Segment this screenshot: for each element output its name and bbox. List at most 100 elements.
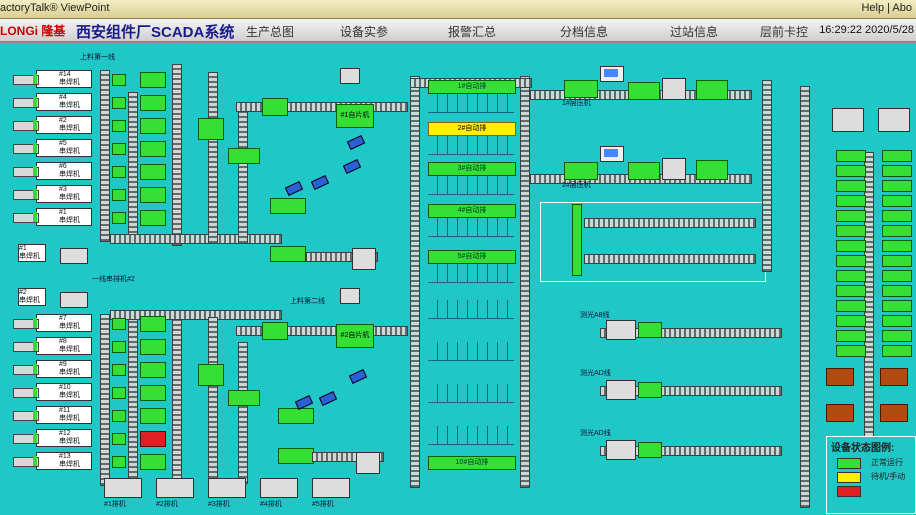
sort-bin[interactable] bbox=[882, 195, 912, 207]
sort-bin[interactable] bbox=[882, 180, 912, 192]
sort-bin[interactable] bbox=[882, 165, 912, 177]
bottom-machine-1[interactable] bbox=[104, 478, 142, 498]
layup-4[interactable]: 4#自动排 bbox=[428, 204, 516, 218]
sort-bin[interactable] bbox=[882, 225, 912, 237]
nav-production-overview[interactable]: 生产总图 bbox=[246, 25, 295, 39]
feeder-2[interactable]: #2自片机 bbox=[336, 324, 374, 348]
sort-bin[interactable] bbox=[836, 210, 866, 222]
trim-station[interactable] bbox=[628, 82, 660, 100]
layup-5[interactable]: 5#自动排 bbox=[428, 250, 516, 264]
robot-cell-status[interactable] bbox=[572, 204, 582, 276]
bottom-machine-4[interactable] bbox=[260, 478, 298, 498]
sort-bin[interactable] bbox=[882, 240, 912, 252]
tester-status[interactable] bbox=[638, 322, 662, 338]
nav-pre-lamination-control[interactable]: 层前卡控 bbox=[760, 25, 809, 39]
sort-bin[interactable] bbox=[836, 225, 866, 237]
nav-alarm-summary[interactable]: 报警汇总 bbox=[448, 25, 497, 39]
sort-bin[interactable] bbox=[882, 345, 912, 357]
buffer-station[interactable] bbox=[198, 364, 224, 386]
sort-bin[interactable] bbox=[836, 195, 866, 207]
layup-station[interactable] bbox=[262, 322, 288, 340]
sort-bin[interactable] bbox=[882, 210, 912, 222]
buffer-station[interactable] bbox=[228, 390, 260, 406]
feeder-1[interactable]: #1自片机 bbox=[336, 104, 374, 128]
welder-status-box[interactable] bbox=[140, 454, 166, 470]
layup-1[interactable]: 1#自动排 bbox=[428, 80, 516, 94]
trim-station[interactable] bbox=[628, 162, 660, 180]
sort-bin[interactable] bbox=[882, 315, 912, 327]
welder-status-box[interactable] bbox=[140, 164, 166, 180]
layup-2[interactable]: 2#自动排 bbox=[428, 122, 516, 136]
layup-station[interactable] bbox=[262, 98, 288, 116]
sort-bin[interactable] bbox=[836, 270, 866, 282]
side-welder-1[interactable]: #1 串焊机 bbox=[18, 244, 46, 262]
sort-bin[interactable] bbox=[882, 285, 912, 297]
welder-status-box[interactable] bbox=[140, 118, 166, 134]
layup-3[interactable]: 3#自动排 bbox=[428, 162, 516, 176]
sort-bin[interactable] bbox=[836, 330, 866, 342]
bottom-machine-5[interactable] bbox=[312, 478, 350, 498]
tester-status[interactable] bbox=[638, 442, 662, 458]
sort-bin[interactable] bbox=[836, 240, 866, 252]
welder-status-box[interactable] bbox=[140, 95, 166, 111]
sort-bin[interactable] bbox=[882, 300, 912, 312]
sort-bin[interactable] bbox=[836, 345, 866, 357]
sort-bin[interactable] bbox=[882, 330, 912, 342]
eva-station[interactable] bbox=[278, 408, 314, 424]
welder-gun-tip bbox=[33, 364, 37, 374]
welder-status-box[interactable] bbox=[140, 141, 166, 157]
sort-bin[interactable] bbox=[882, 255, 912, 267]
welder-status-box[interactable] bbox=[140, 362, 166, 378]
welder-status-box[interactable] bbox=[140, 187, 166, 203]
welder-status-box[interactable] bbox=[140, 339, 166, 355]
layup-10[interactable]: 10#自动排 bbox=[428, 456, 516, 470]
welder-status-box[interactable] bbox=[140, 385, 166, 401]
curing-station[interactable] bbox=[696, 80, 728, 100]
sort-bin[interactable] bbox=[836, 315, 866, 327]
nav-equipment-params[interactable]: 设备实参 bbox=[340, 25, 389, 39]
sort-bin[interactable] bbox=[882, 150, 912, 162]
eva-station[interactable] bbox=[278, 448, 314, 464]
sort-bin[interactable] bbox=[836, 300, 866, 312]
sort-bin[interactable] bbox=[836, 180, 866, 192]
curing-station[interactable] bbox=[696, 160, 728, 180]
welder-status-box[interactable] bbox=[140, 316, 166, 332]
sort-bin[interactable] bbox=[836, 255, 866, 267]
tester-status[interactable] bbox=[638, 382, 662, 398]
welder-id: #11 bbox=[59, 407, 71, 414]
bottom-machine-3[interactable] bbox=[208, 478, 246, 498]
eva-station[interactable] bbox=[270, 246, 306, 262]
welder-status-box[interactable] bbox=[140, 431, 166, 447]
sort-bin[interactable] bbox=[836, 285, 866, 297]
welder-status-box[interactable] bbox=[140, 72, 166, 88]
nav-grading-info[interactable]: 分档信息 bbox=[560, 25, 609, 39]
buffer-station[interactable] bbox=[228, 148, 260, 164]
bottom-machine-2[interactable] bbox=[156, 478, 194, 498]
buffer-station[interactable] bbox=[198, 118, 224, 140]
welder-status-box[interactable] bbox=[140, 408, 166, 424]
laminator-1[interactable] bbox=[564, 80, 598, 98]
welder-status-box[interactable] bbox=[140, 210, 166, 226]
sort-bin[interactable] bbox=[836, 165, 866, 177]
eva-station[interactable] bbox=[270, 198, 306, 214]
help-about-link[interactable]: Help | Abo bbox=[861, 2, 912, 14]
sort-bin[interactable] bbox=[882, 270, 912, 282]
nav-station-info[interactable]: 过站信息 bbox=[670, 25, 719, 39]
laminator-2[interactable] bbox=[564, 162, 598, 180]
side-welder-2[interactable]: #2 串焊机 bbox=[18, 288, 46, 306]
sort-bin[interactable] bbox=[836, 150, 866, 162]
